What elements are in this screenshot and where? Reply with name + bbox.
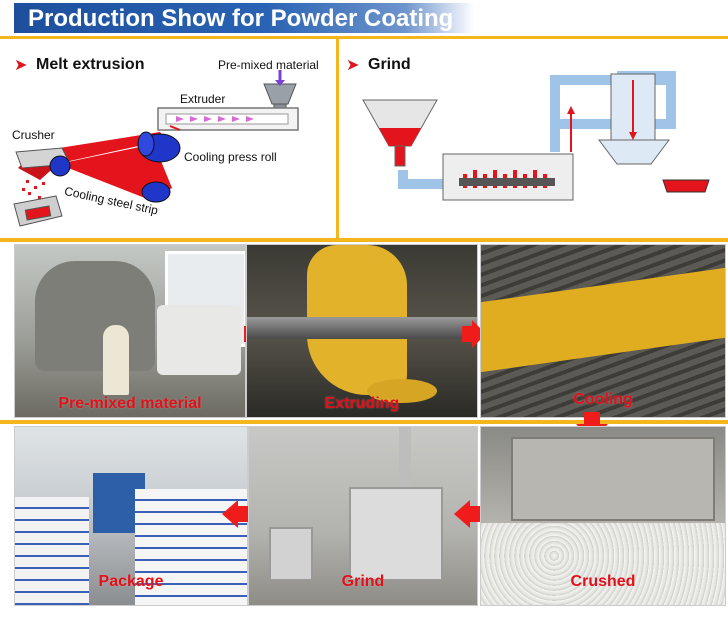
photo-caption: Pre-mixed material	[58, 395, 202, 412]
grind-diagram	[362, 71, 710, 201]
label-extruder: Extruder	[180, 92, 226, 106]
duct-pipe	[399, 427, 411, 487]
crushed-chips	[481, 523, 725, 605]
photo-cooling: Cooling	[480, 244, 726, 418]
divider-upper-photos	[0, 238, 728, 242]
material-sacks	[157, 305, 241, 375]
mixer-tank	[35, 261, 155, 371]
worker-figure	[103, 325, 129, 395]
photo-caption: Extruding	[324, 395, 400, 412]
photo-caption: Crushed	[570, 573, 636, 590]
yellow-puddle	[367, 379, 437, 403]
melt-extrusion-diagram	[13, 70, 299, 227]
divider-top	[0, 36, 728, 39]
arrow-bullet-icon: ➤	[346, 57, 360, 74]
photo-caption: Package	[98, 573, 164, 590]
arrow-bullet-icon: ➤	[14, 57, 28, 74]
box-stack-left	[15, 497, 89, 605]
section-melt-extrusion: Melt extrusion	[36, 56, 145, 73]
photo-grind: Grind	[248, 426, 478, 606]
grinding-machine	[349, 487, 443, 581]
page-title: Production Show for Powder Coating	[28, 5, 454, 32]
photo-caption: Cooling	[573, 391, 633, 408]
title-bar	[14, 3, 474, 33]
photo-premixed-material: Pre-mixed material	[14, 244, 246, 418]
section-grind: Grind	[368, 56, 411, 73]
label-cooling-press-roll: Cooling press roll	[184, 150, 277, 164]
yellow-strip	[481, 267, 725, 373]
metal-roller	[247, 317, 477, 339]
crusher-hood	[511, 437, 715, 521]
divider-lower-photos	[0, 420, 728, 424]
photo-crushed: Crushed	[480, 426, 726, 606]
label-crusher: Crusher	[12, 128, 55, 142]
feeder-hopper	[269, 527, 313, 581]
photo-caption: Grind	[341, 573, 385, 590]
photo-extruding: Extruding	[246, 244, 478, 418]
divider-middle	[336, 39, 339, 239]
photo-package: Package	[14, 426, 248, 606]
label-premixed-material: Pre-mixed material	[218, 58, 319, 72]
